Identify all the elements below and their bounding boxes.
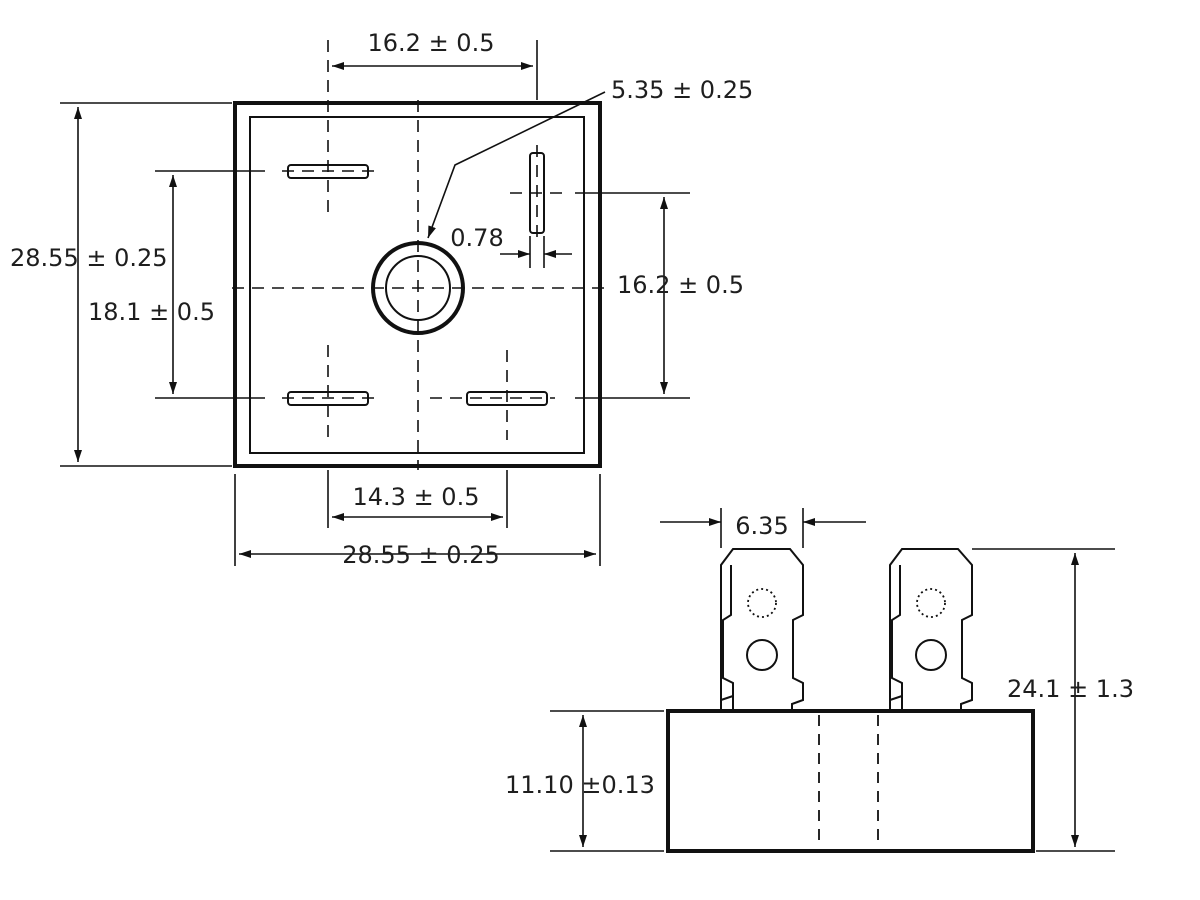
terminal-left: [720, 548, 804, 712]
side-extension-lines: [550, 508, 1115, 852]
label-overall-height: 24.1 ± 1.3: [1007, 675, 1134, 703]
mounting-hole: [371, 241, 465, 335]
top-view: 16.2 ± 0.5 5.35 ± 0.25 28.55 ± 0.25 0.78…: [10, 29, 753, 569]
label-body-width: 28.55 ± 0.25: [342, 541, 500, 569]
label-pin-spacing-top: 16.2 ± 0.5: [368, 29, 495, 57]
label-pin-spacing-right: 16.2 ± 0.5: [617, 271, 744, 299]
dim-line-pin-width: [500, 236, 572, 268]
label-pin-spacing-bottom: 14.3 ± 0.5: [353, 483, 480, 511]
side-view: 6.35 24.1 ± 1.3 11.10 ±0.13: [505, 508, 1134, 853]
side-body: [666, 709, 1035, 853]
label-body-height: 28.55 ± 0.25: [10, 244, 168, 272]
pin-top-right: [510, 145, 565, 240]
pin-bottom-left: [282, 345, 376, 440]
label-pin-spacing-left: 18.1 ± 0.5: [88, 298, 215, 326]
extension-lines: [60, 40, 690, 566]
label-pin-width: 0.78: [450, 224, 503, 252]
terminal-right: [889, 548, 973, 712]
pin-bottom-right: [430, 350, 555, 440]
pin-top-left: [282, 40, 376, 215]
body-outline-inner: [249, 116, 585, 454]
label-terminal-width: 6.35: [735, 512, 788, 540]
label-hole-diameter: 5.35 ± 0.25: [611, 76, 753, 104]
label-side-body-height: 11.10 ±0.13: [505, 771, 655, 799]
hole-leader: [427, 91, 606, 239]
